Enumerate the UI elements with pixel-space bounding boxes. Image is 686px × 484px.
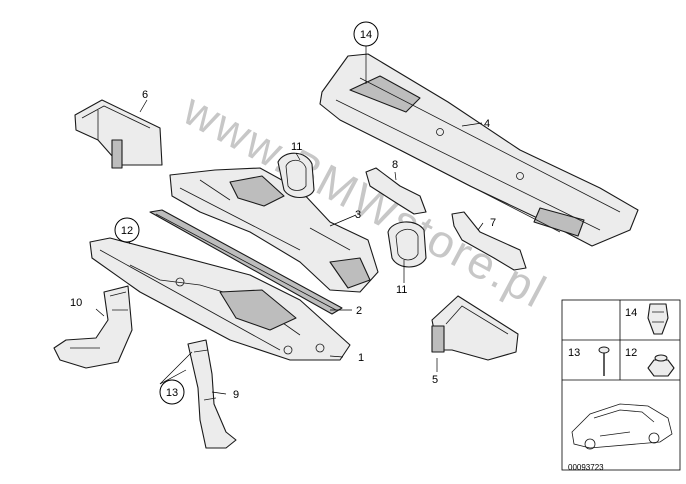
part-11-gasket-lower[interactable] [387,221,427,268]
legend-label-13: 13 [568,347,580,359]
callout-13-circle: 13 [159,379,185,405]
part-7-bracket[interactable] [451,211,527,271]
document-number: 00093723 [568,463,604,472]
part-2-seal-strip[interactable] [149,209,343,315]
vehicle-icon [571,403,673,450]
callout-11-upper: 11 [291,141,302,153]
callout-5: 5 [432,374,438,386]
callout-2: 2 [356,305,362,317]
callout-10: 10 [70,297,82,309]
part-10-duct[interactable] [53,285,133,369]
callout-9: 9 [233,389,239,401]
callout-7: 7 [490,217,496,229]
callout-11-lower: 11 [396,284,407,296]
part-11-gasket-upper[interactable] [277,152,315,199]
fastener-legend: 14 13 12 [561,299,681,471]
part-9-duct[interactable] [187,339,237,449]
callout-8: 8 [392,159,398,171]
callout-4: 4 [484,118,490,130]
clip-nut-icon [647,303,669,335]
legend-label-14: 14 [625,307,637,319]
part-6-tray[interactable] [74,99,163,169]
callout-14: 14 [360,29,372,41]
rivet-icon [598,346,610,376]
part-1-crossmember[interactable] [89,237,351,361]
callout-3: 3 [355,209,361,221]
callout-12-circle: 12 [114,217,140,243]
part-5-tray[interactable] [431,295,519,361]
part-3-cowl-housing[interactable] [169,167,379,293]
part-8-bracket[interactable] [365,167,427,215]
legend-label-12: 12 [625,347,637,359]
callout-13: 13 [166,387,178,399]
callout-1: 1 [358,352,364,364]
callout-6: 6 [142,89,148,101]
part-4-cowl-panel[interactable] [319,53,639,247]
callout-12: 12 [121,225,133,237]
callout-14-circle: 14 [353,21,379,47]
hex-nut-icon [647,354,675,377]
